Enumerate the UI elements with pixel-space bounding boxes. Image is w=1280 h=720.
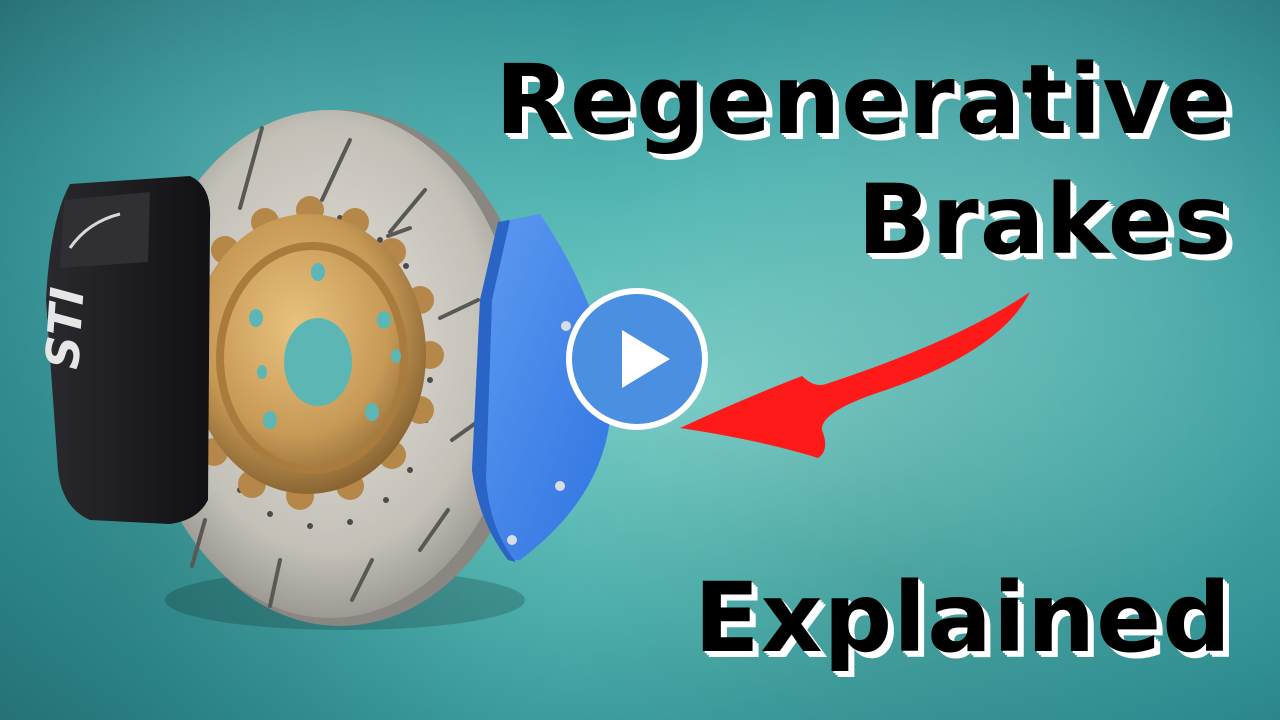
- title-line-2: Brakes: [857, 164, 1232, 276]
- blue-regenerative-unit: [472, 214, 611, 560]
- caliper-sti-logo: STI: [35, 286, 95, 371]
- blue-unit-edge: [472, 220, 516, 562]
- caliper-body-highlight: [60, 192, 150, 268]
- red-arrow: [680, 292, 1030, 458]
- play-button[interactable]: [566, 288, 708, 430]
- lug-holes: [249, 263, 401, 429]
- sti-logo-text: STI: [35, 286, 95, 371]
- title-line-3: Explained: [694, 562, 1232, 674]
- play-icon: [622, 330, 670, 388]
- title-line-1: Regenerative: [495, 44, 1232, 156]
- hub-center-bore: [284, 318, 352, 406]
- hub-ring: [216, 242, 408, 474]
- disc-slots: [190, 126, 482, 608]
- blue-unit-bolts: [507, 321, 571, 545]
- caliper-swoosh: [68, 212, 121, 249]
